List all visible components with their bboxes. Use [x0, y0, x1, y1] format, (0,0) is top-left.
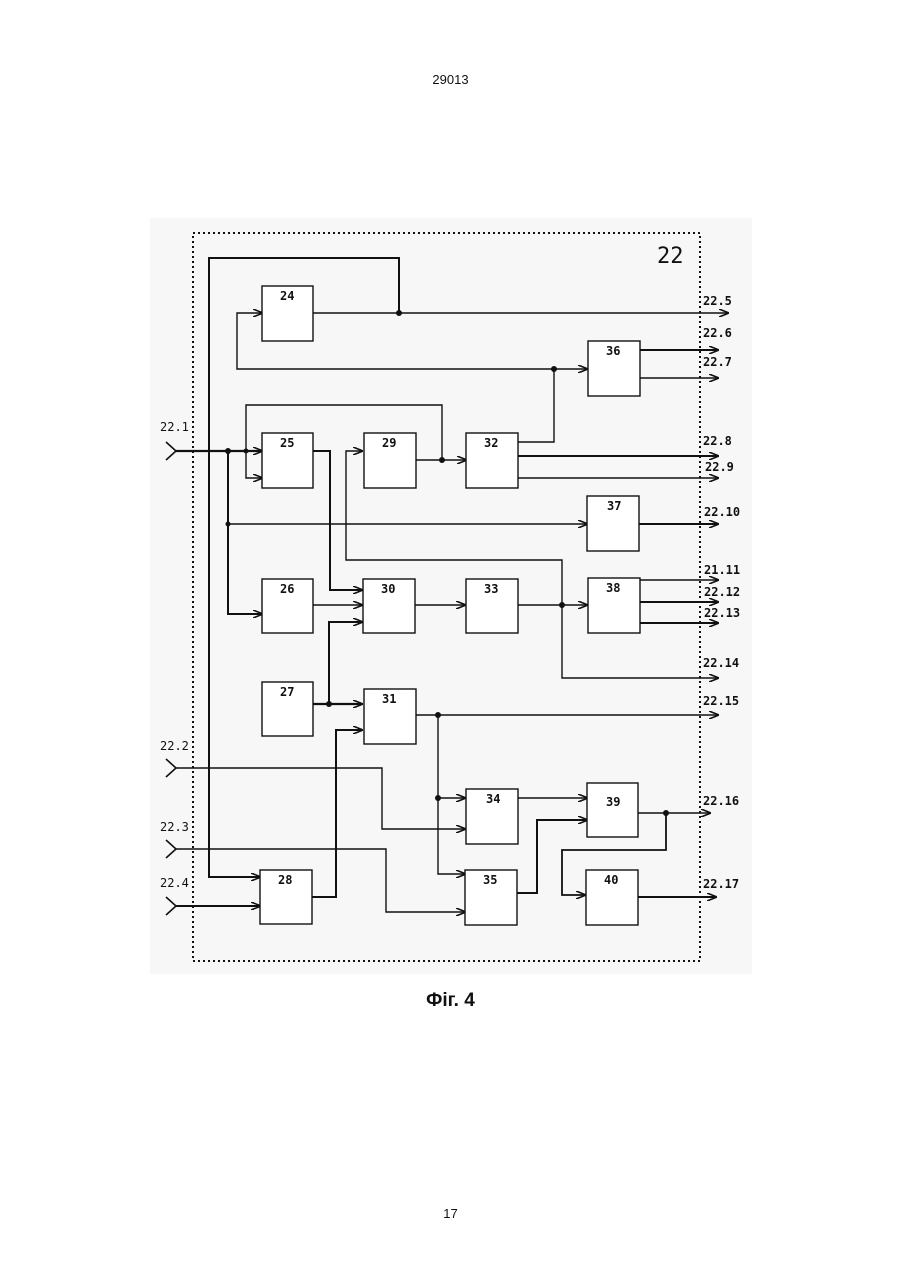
output-label: 22.15: [703, 694, 739, 708]
block-label: 37: [607, 499, 621, 513]
frame-label: 22: [657, 244, 684, 269]
output-label: 22.17: [703, 877, 739, 891]
junction-dot: [439, 457, 445, 463]
junction-dot: [225, 448, 231, 454]
output-label: 22.5: [703, 294, 732, 308]
block-label: 34: [486, 792, 500, 806]
wire: [228, 451, 262, 614]
input-chevron: [166, 759, 176, 777]
output-label: 22.12: [704, 585, 740, 599]
input-label: 22.1: [160, 420, 189, 434]
junction-dot: [559, 602, 565, 608]
block-label: 38: [606, 581, 620, 595]
wire: [438, 715, 465, 874]
input-label: 22.3: [160, 820, 189, 834]
block-label: 30: [381, 582, 395, 596]
output-label: 22.6: [703, 326, 732, 340]
wire: [517, 820, 587, 893]
output-label: 22.16: [703, 794, 739, 808]
block-label: 28: [278, 873, 292, 887]
block-39: [587, 783, 638, 837]
figure-caption: Фіг. 4: [0, 990, 901, 1012]
output-label: 21.11: [704, 563, 740, 577]
block-label: 29: [382, 436, 396, 450]
block-label: 33: [484, 582, 498, 596]
input-chevron: [166, 840, 176, 858]
output-label: 22.9: [705, 460, 734, 474]
block-label: 36: [606, 344, 620, 358]
block-label: 39: [606, 795, 620, 809]
block-label: 26: [280, 582, 294, 596]
wire: [176, 768, 465, 829]
junction-dot: [435, 795, 441, 801]
block-label: 24: [280, 289, 294, 303]
wire: [329, 622, 362, 704]
junction-dot: [663, 810, 669, 816]
block-label: 32: [484, 436, 498, 450]
input-chevron: [166, 442, 176, 460]
output-label: 22.14: [703, 656, 739, 670]
output-label: 22.13: [704, 606, 740, 620]
page-number: 17: [0, 1206, 901, 1221]
input-label: 22.4: [160, 876, 189, 890]
output-label: 22.7: [703, 355, 732, 369]
wire: [518, 369, 587, 442]
output-label: 22.8: [703, 434, 732, 448]
junction-dot: [551, 366, 557, 372]
wire: [313, 451, 362, 590]
wire: [176, 849, 465, 912]
block-label: 31: [382, 692, 396, 706]
junction-dot: [226, 522, 231, 527]
block-label: 40: [604, 873, 618, 887]
junction-dot: [435, 712, 441, 718]
block-label: 35: [483, 873, 497, 887]
output-label: 22.10: [704, 505, 740, 519]
block-label: 27: [280, 685, 294, 699]
junction-dot: [396, 310, 402, 316]
junction-dot: [326, 701, 332, 707]
wire: [246, 451, 262, 478]
input-label: 22.2: [160, 739, 189, 753]
junction-dot: [244, 449, 249, 454]
input-chevron: [166, 897, 176, 915]
block-label: 25: [280, 436, 294, 450]
wire: [312, 730, 362, 897]
